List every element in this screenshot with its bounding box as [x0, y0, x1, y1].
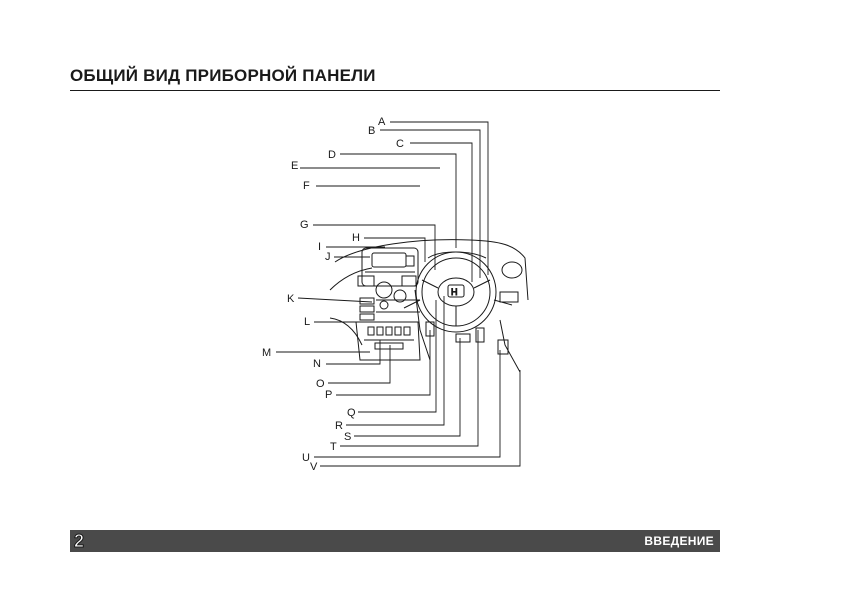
callout-label-p: P: [325, 389, 332, 401]
footer-bar: 2 ВВЕДЕНИЕ: [70, 530, 720, 552]
callout-label-c: C: [396, 138, 404, 150]
callout-label-g: G: [300, 219, 309, 231]
dashboard-illustration: H: [329, 239, 529, 373]
callout-label-r: R: [335, 420, 343, 432]
callout-label-k: K: [287, 293, 295, 305]
section-name: ВВЕДЕНИЕ: [644, 534, 714, 548]
callout-label-s: S: [344, 431, 351, 443]
callout-label-t: T: [330, 441, 337, 453]
svg-text:H: H: [451, 287, 458, 297]
callout-label-n: N: [313, 358, 321, 370]
callout-label-q: Q: [347, 407, 356, 419]
callout-leaders: [276, 121, 521, 467]
callout-label-m: M: [262, 347, 271, 359]
callout-labels: A B C D E F G H I J K L M N O P Q R S T …: [262, 116, 404, 473]
callout-label-d: D: [328, 149, 336, 161]
callout-label-l: L: [304, 316, 310, 328]
callout-label-f: F: [303, 180, 310, 192]
callout-label-i: I: [318, 241, 321, 253]
callout-label-b: B: [368, 125, 375, 137]
callout-label-u: U: [302, 452, 310, 464]
page-number: 2: [73, 531, 85, 552]
callout-label-v: V: [310, 461, 318, 473]
callout-label-h: H: [352, 232, 360, 244]
page-title: ОБЩИЙ ВИД ПРИБОРНОЙ ПАНЕЛИ: [70, 66, 376, 85]
callout-label-a: A: [378, 116, 386, 128]
callout-label-j: J: [325, 251, 331, 263]
callout-label-e: E: [291, 160, 298, 172]
title-divider: [70, 90, 720, 91]
callout-label-o: O: [316, 378, 325, 390]
